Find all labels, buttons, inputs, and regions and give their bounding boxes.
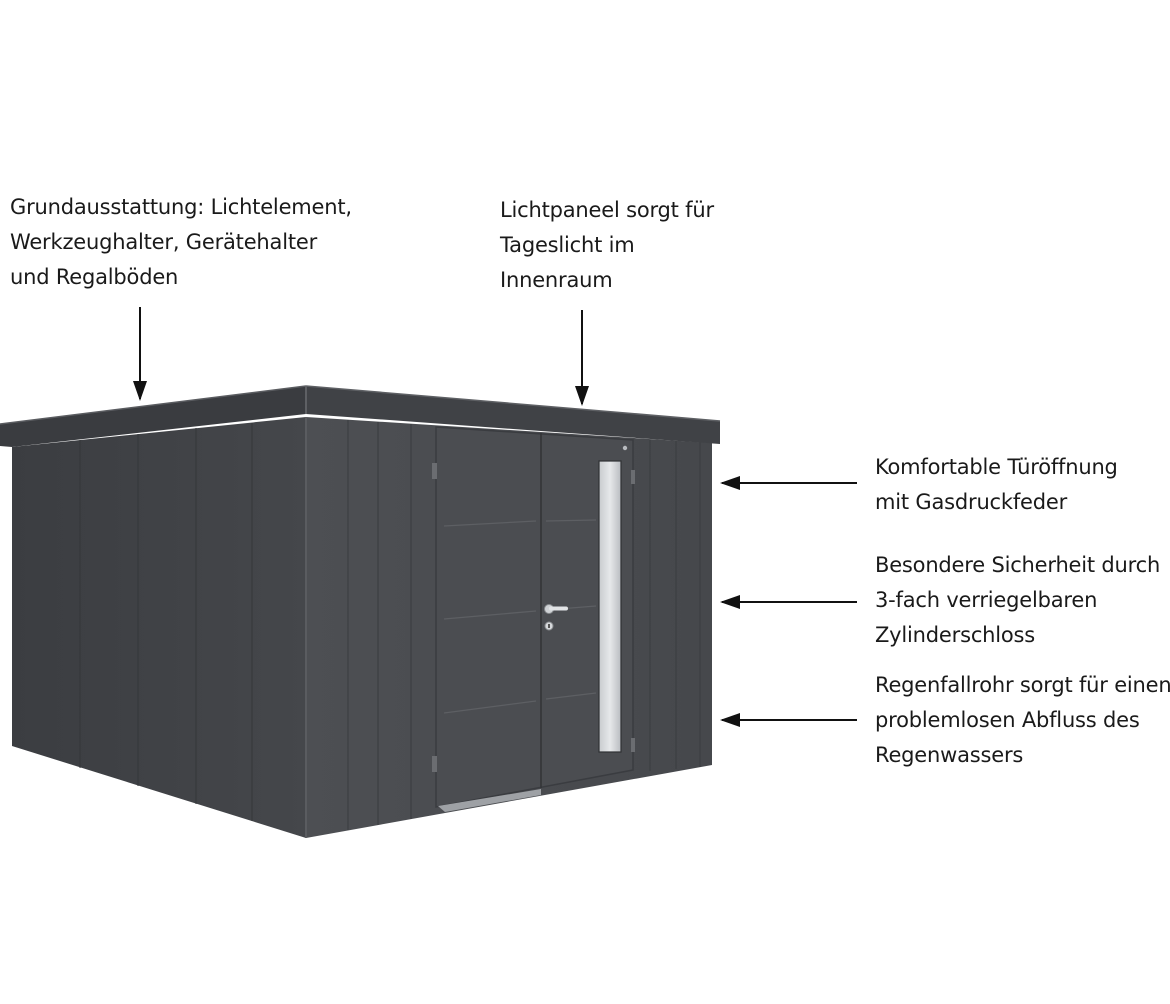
annotation-line: Grundausstattung: Lichtelement, <box>10 195 352 219</box>
annotation-line: 3-fach verriegelbaren <box>875 588 1098 612</box>
annotation-line: Regenfallrohr sorgt für einen <box>875 673 1170 697</box>
shed-roof-front <box>306 386 720 444</box>
annotation-line: Werkzeughalter, Gerätehalter <box>10 230 318 254</box>
side-wall-seams <box>79 423 253 821</box>
double-door <box>432 426 635 812</box>
cylinder-lock-icon <box>544 621 554 631</box>
shed-side-wall <box>12 417 306 838</box>
annotation-arrows <box>133 307 857 727</box>
front-wall-seams <box>347 420 701 830</box>
annotation-line: mit Gasdruckfeder <box>875 490 1068 514</box>
annotation-door-opening: Komfortable Türöffnung mit Gasdruckfeder <box>875 450 1118 520</box>
annotation-line: problemlosen Abfluss des <box>875 708 1140 732</box>
annotation-downpipe: Regenfallrohr sorgt für einen problemlos… <box>875 668 1170 773</box>
annotation-line: Besondere Sicherheit durch <box>875 553 1161 577</box>
light-panel-window <box>598 460 622 753</box>
annotation-light-panel: Lichtpaneel sorgt für Tageslicht im Inne… <box>500 193 714 298</box>
annotation-line: Lichtpaneel sorgt für <box>500 198 714 222</box>
annotation-equipment: Grundausstattung: Lichtelement, Werkzeug… <box>10 190 352 295</box>
annotation-line: Komfortable Türöffnung <box>875 455 1118 479</box>
annotation-security: Besondere Sicherheit durch 3-fach verrie… <box>875 548 1160 653</box>
annotation-line: Zylinderschloss <box>875 623 1036 647</box>
annotation-line: Regenwassers <box>875 743 1024 767</box>
annotation-line: Tageslicht im <box>500 233 635 257</box>
annotation-line: Innenraum <box>500 268 613 292</box>
door-handle <box>544 604 568 614</box>
shed-roof-side <box>0 386 306 447</box>
annotation-line: und Regalböden <box>10 265 179 289</box>
